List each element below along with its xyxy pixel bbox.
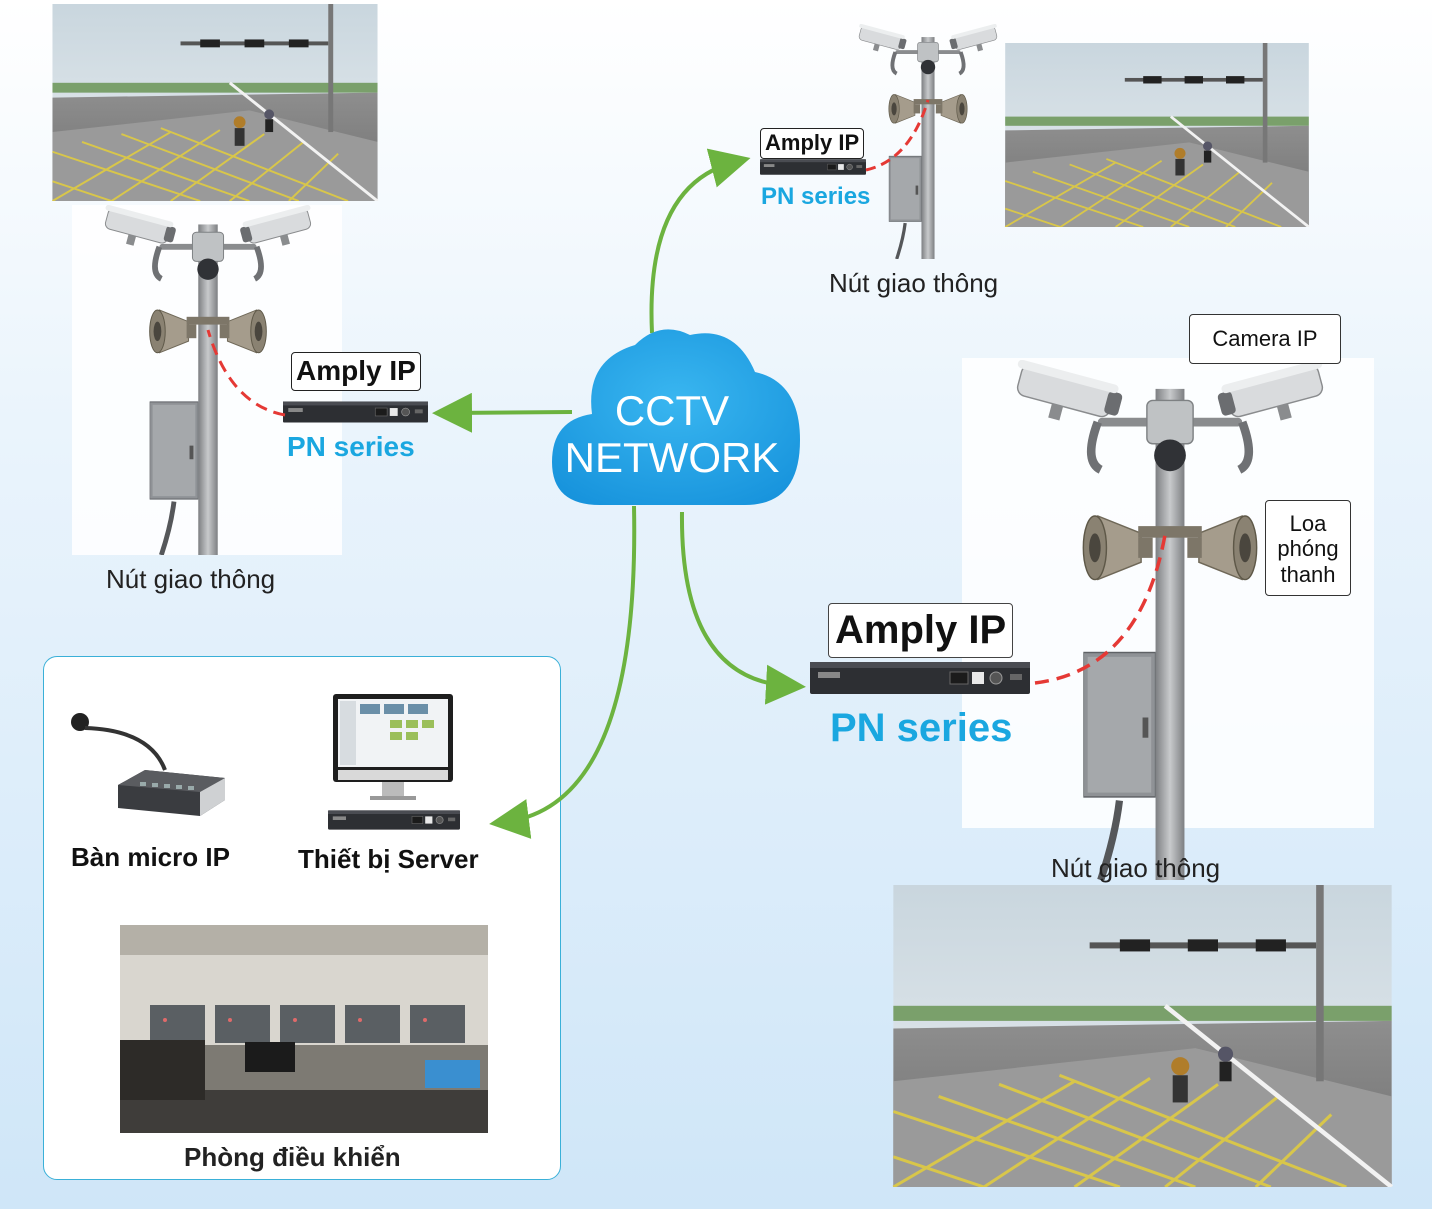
server-label: Thiết bị Server [298,844,479,874]
amp-label-bottom-right: Amply IP [828,603,1014,658]
amplifier-icon [760,159,866,175]
series-label-bottom-right: PN series [830,706,1013,750]
street-photo-top-right [1003,43,1311,227]
speaker-callout-line-3: thanh [1280,561,1336,587]
series-label-top-left: PN series [287,431,415,462]
speaker-callout-line-2: phóng [1277,536,1339,562]
street-photo-bottom-right [893,885,1391,1187]
arrow-to-server [489,505,637,839]
speaker-callout-line-1: Loa [1289,511,1327,536]
series-label-top-right: PN series [761,183,871,210]
mic-label: Bàn micro IP [71,842,230,872]
arrow-to-bottom-right [679,511,806,705]
room-label: Phòng điều khiển [184,1142,401,1172]
amp-label-top-right: Amply IP [760,128,865,159]
cloud-line-1: CCTV [615,387,729,434]
speaker-callout: Loa phóng thanh [1265,500,1351,596]
node-caption-top-right: Nút giao thông [829,268,999,298]
amplifier-icon [810,661,1030,695]
dashed-cable-left [206,329,286,417]
arrow-to-left [432,392,573,433]
dashed-cable-top-right [865,99,930,172]
camera-ip-callout: Camera IP [1189,314,1341,364]
microphone-console-icon [71,713,225,816]
control-room-photo [120,925,488,1133]
server-rack-icon [327,810,461,830]
dashed-cable-bottom-right [1034,534,1167,685]
traffic-pole-top-right [854,23,1002,259]
node-caption-bottom-right: Nút giao thông [1051,853,1221,883]
amp-label-top-left: Amply IP [291,352,421,391]
monitor-icon [333,694,453,800]
arrow-to-top-right [649,148,751,334]
cloud-icon [552,329,800,505]
street-photo-top-left [50,4,380,201]
amplifier-icon [283,401,428,423]
cloud-line-2: NETWORK [565,434,780,481]
node-caption-top-left: Nút giao thông [106,564,276,594]
